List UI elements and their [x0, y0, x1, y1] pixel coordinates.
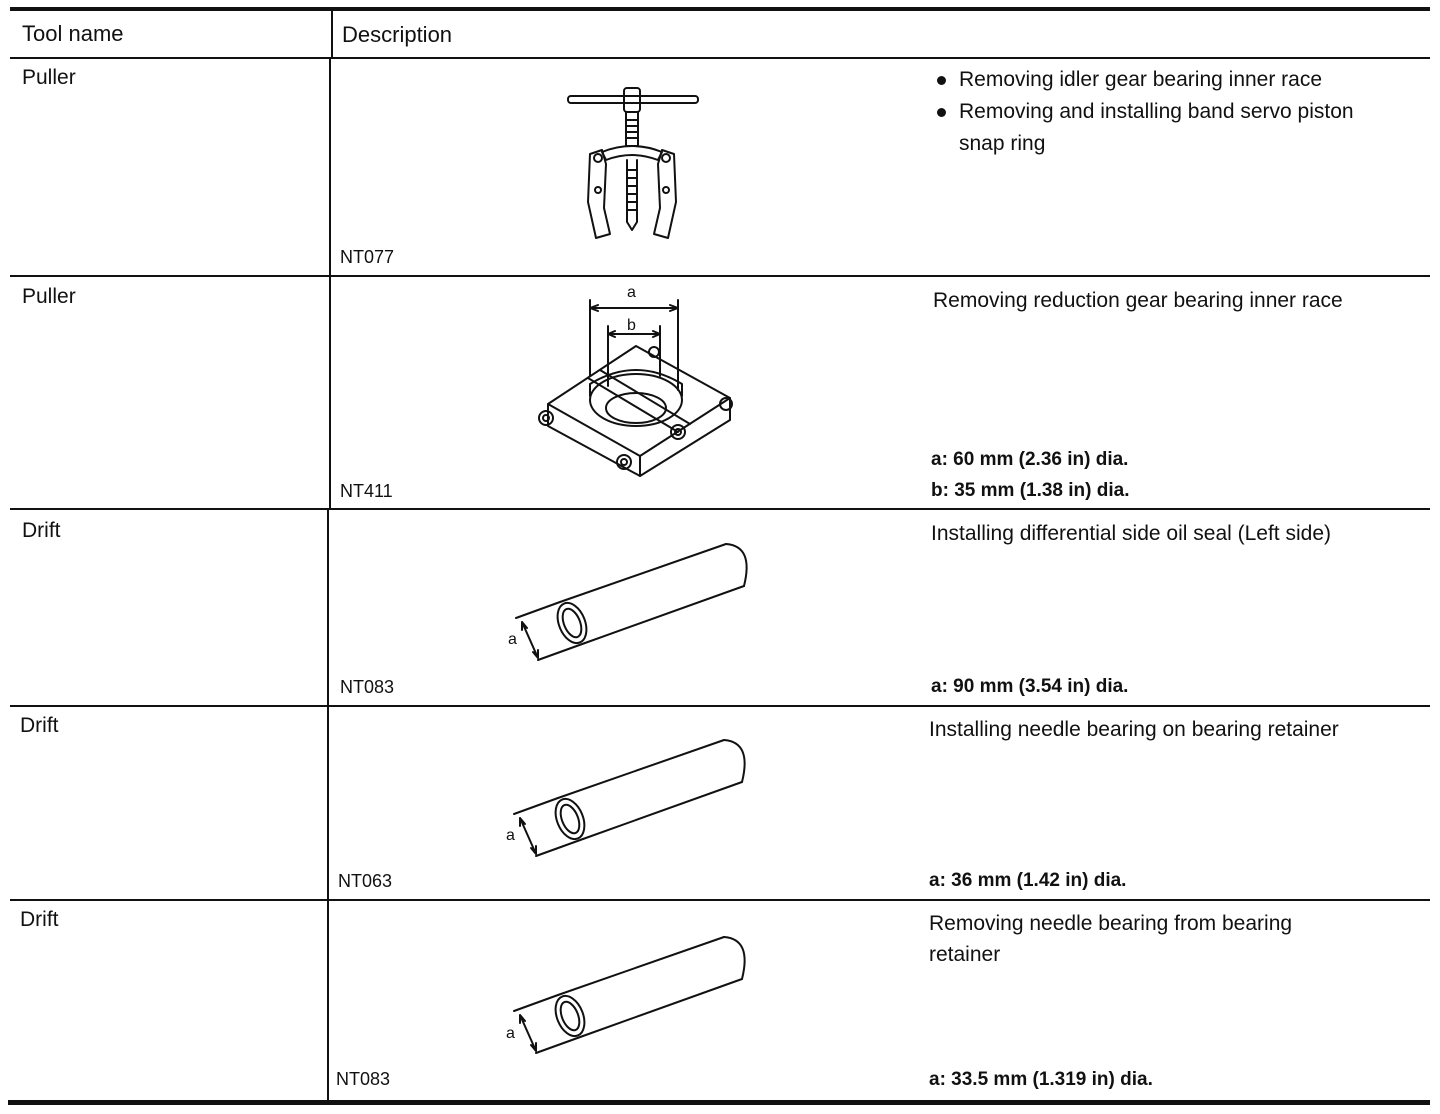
column-header-tool-name: Tool name — [22, 21, 124, 46]
tool-name: Puller — [22, 285, 76, 308]
tool-number: NT077 — [340, 247, 395, 267]
dimension-label-a: a — [506, 827, 515, 844]
tool-number: NT083 — [340, 677, 395, 697]
usage-list: Removing idler gear bearing inner race R… — [933, 64, 1354, 160]
drift-icon — [506, 933, 751, 1058]
row-divider — [10, 705, 1430, 707]
row-divider — [10, 899, 1430, 901]
drift-icon — [508, 540, 753, 665]
table-top-rule — [10, 7, 1430, 11]
tool-name: Drift — [20, 714, 59, 737]
bearing-puller-icon — [528, 286, 743, 476]
dimension-spec: a: 60 mm (2.36 in) dia. — [931, 449, 1129, 470]
row-divider — [10, 275, 1430, 277]
tool-number: NT083 — [336, 1069, 391, 1089]
usage-text: Removing needle bearing from bearing — [929, 912, 1293, 935]
usage-text-continued: retainer — [929, 943, 1001, 966]
dimension-spec: a: 33.5 mm (1.319 in) dia. — [929, 1069, 1153, 1090]
tool-name: Drift — [20, 908, 59, 931]
usage-item: Removing idler gear bearing inner race — [933, 64, 1354, 96]
dimension-label-a: a — [506, 1025, 515, 1042]
tool-name: Puller — [22, 66, 76, 89]
usage-item: Removing and installing band servo pisto… — [933, 96, 1354, 128]
tool-name: Drift — [22, 519, 61, 542]
dimension-spec: a: 90 mm (3.54 in) dia. — [931, 676, 1129, 697]
column-header-description: Description — [342, 22, 453, 47]
gear-puller-icon — [560, 82, 705, 244]
table-bottom-rule — [8, 1100, 1430, 1105]
dimension-label-a: a — [508, 631, 517, 648]
column-divider — [331, 11, 333, 58]
tool-number: NT063 — [338, 871, 393, 891]
tool-number: NT411 — [340, 481, 393, 501]
dimension-spec: a: 36 mm (1.42 in) dia. — [929, 870, 1127, 891]
bullet-icon — [937, 76, 946, 85]
column-divider — [327, 510, 329, 1102]
usage-text: Installing needle bearing on bearing ret… — [929, 718, 1339, 741]
usage-item-continued: snap ring — [959, 132, 1046, 155]
dimension-label-b: b — [627, 317, 636, 334]
dimension-label-a: a — [627, 284, 636, 301]
drift-icon — [506, 736, 751, 861]
bullet-icon — [937, 108, 946, 117]
usage-text: Installing differential side oil seal (L… — [931, 522, 1331, 545]
column-divider — [329, 58, 331, 510]
header-bottom-rule — [10, 57, 1430, 59]
usage-text: Removing reduction gear bearing inner ra… — [933, 289, 1343, 312]
dimension-spec: b: 35 mm (1.38 in) dia. — [931, 480, 1130, 501]
row-divider — [10, 508, 1430, 510]
